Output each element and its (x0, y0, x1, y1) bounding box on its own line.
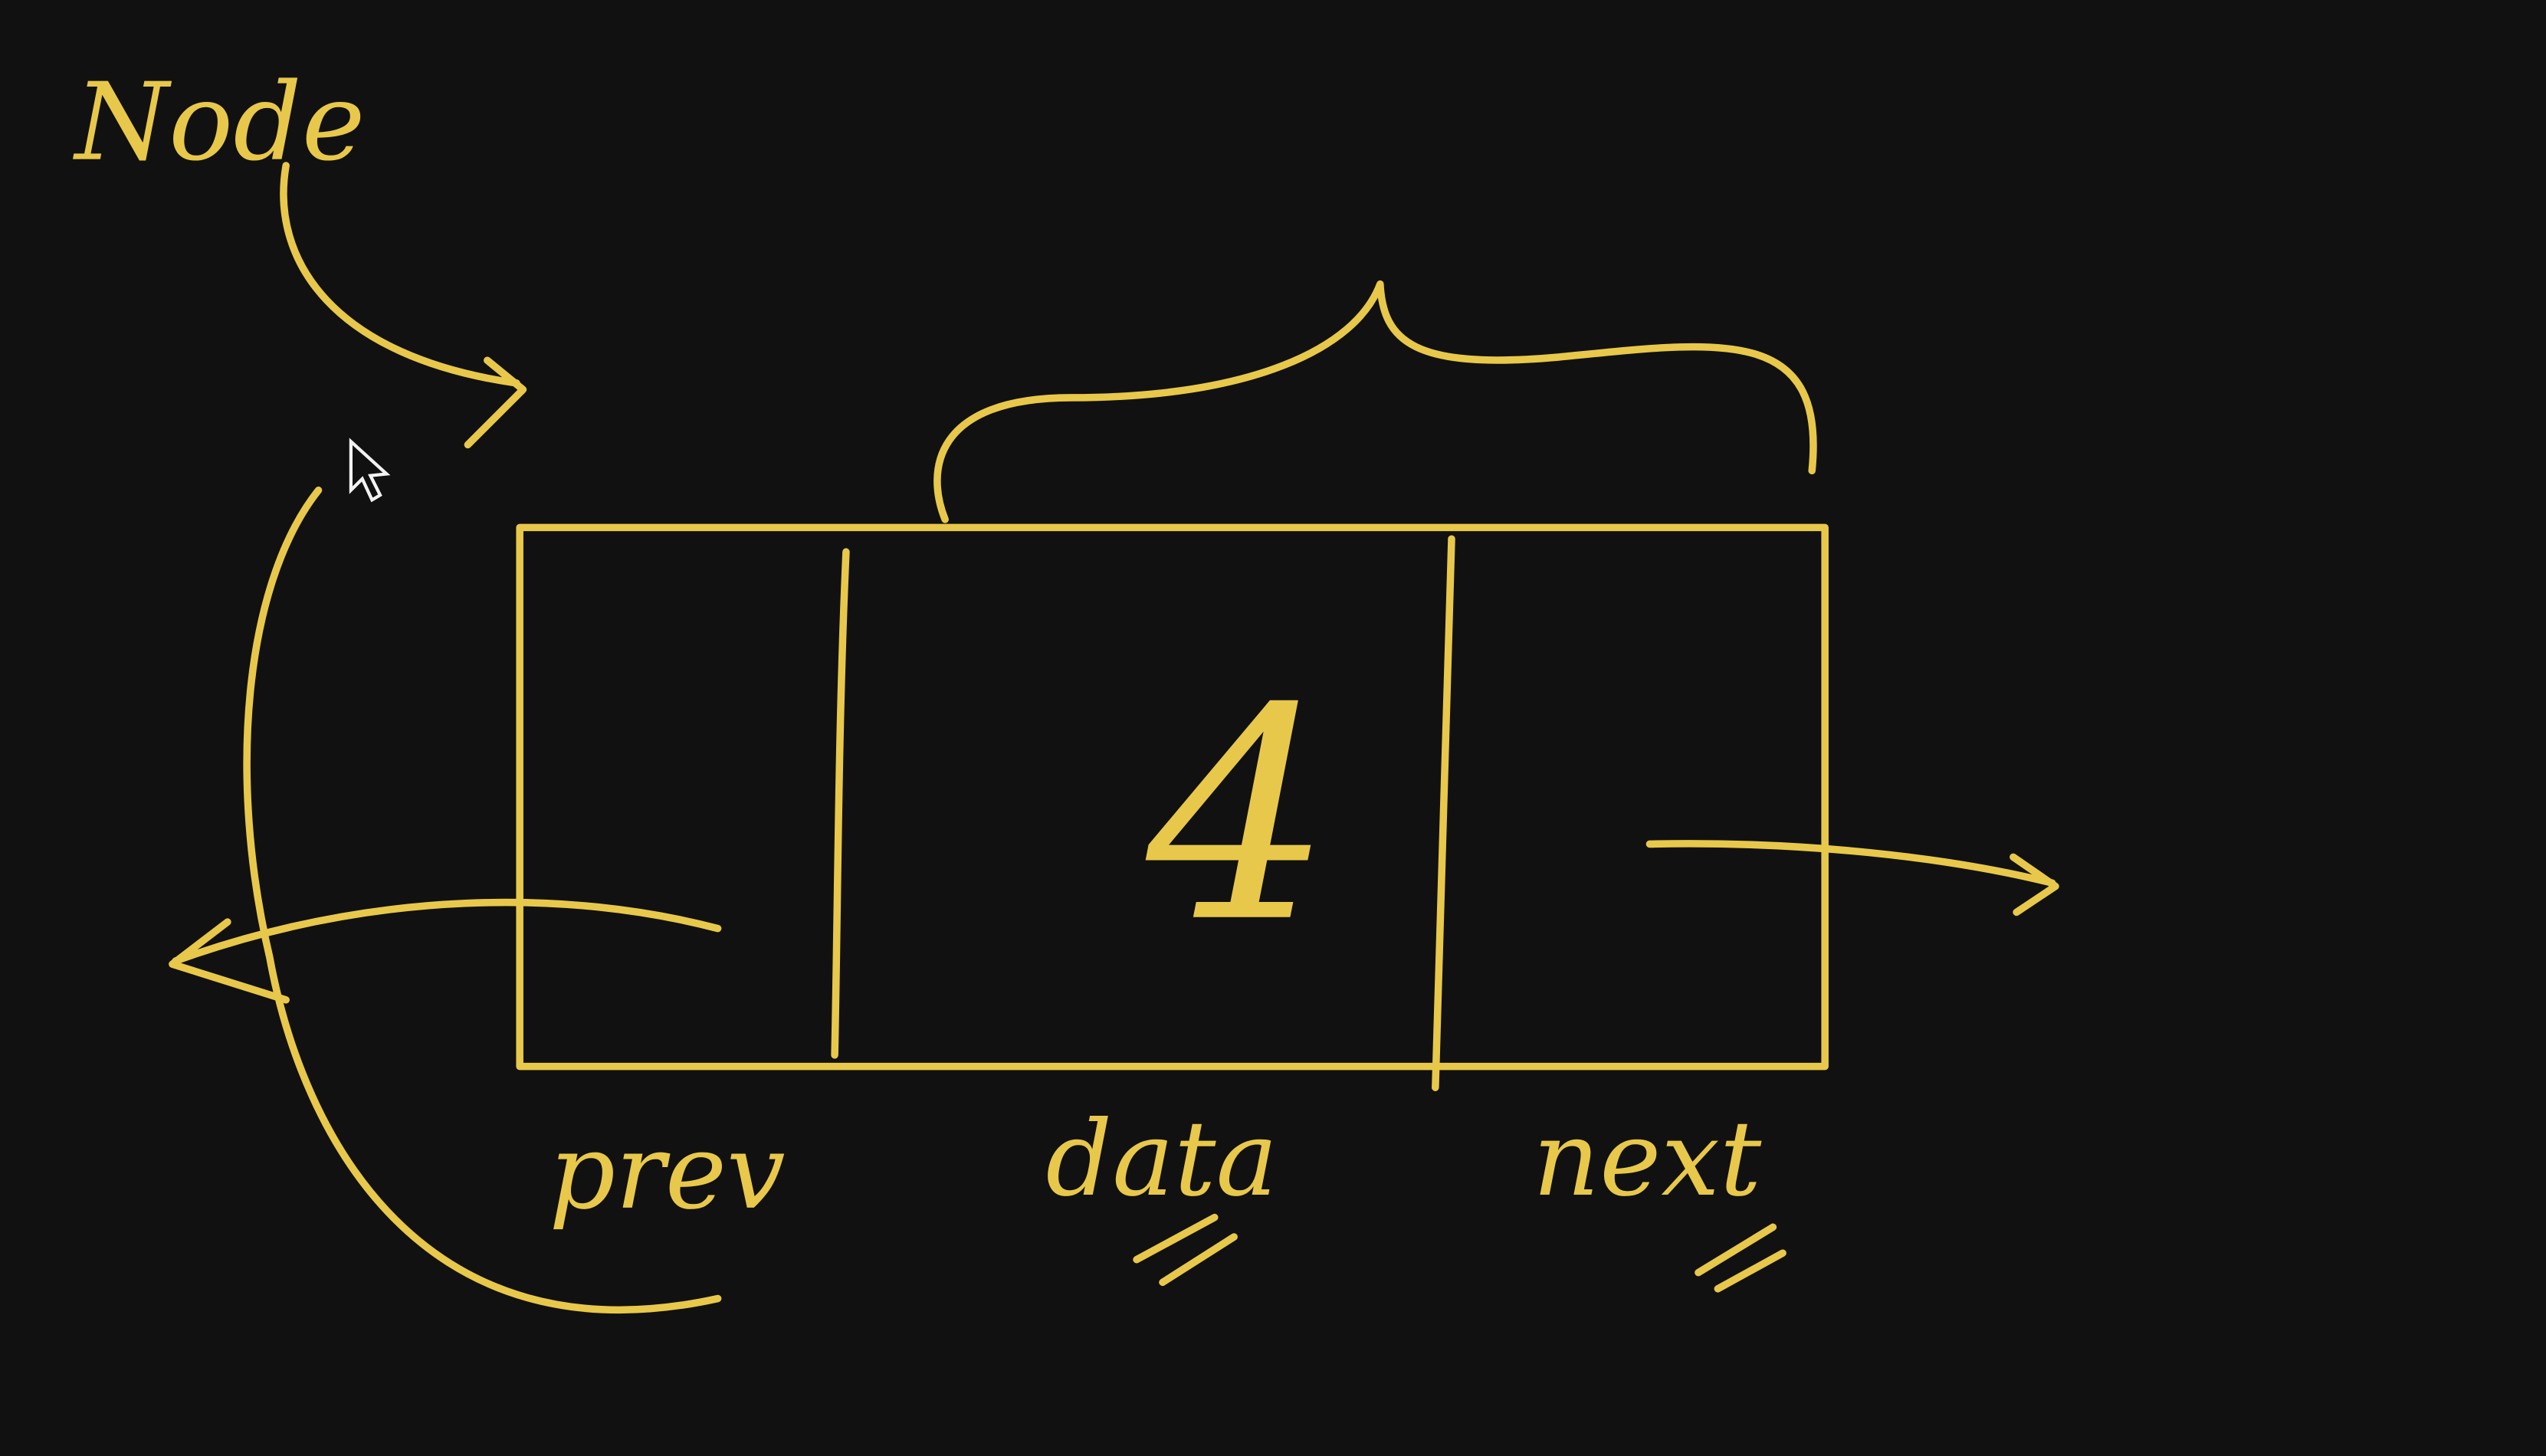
node-enclosing-brace (243, 486, 722, 1314)
prev-data-divider (831, 548, 850, 1059)
next-pointer-arrowhead (2010, 853, 2059, 917)
data-label: data (1045, 1098, 1278, 1219)
data-next-divider (1432, 535, 1455, 1091)
prev-label: prev (549, 1111, 785, 1232)
next-label: next (1533, 1098, 1762, 1219)
prev-pointer-arrow (172, 898, 722, 965)
data-underline-marks (1133, 1213, 1238, 1287)
next-underline-marks (1695, 1223, 1786, 1293)
next-pointer-arrow (1645, 840, 2056, 887)
data-value: 4 (1142, 646, 1333, 986)
node-title: Node (73, 60, 366, 185)
prev-pointer-arrowhead (169, 918, 290, 1004)
node-box (516, 523, 1829, 1071)
data-next-brace (933, 280, 1817, 523)
node-pointer-arrowhead (464, 356, 527, 449)
mouse-pointer-icon (349, 438, 391, 503)
node-pointer-arrow (280, 162, 520, 387)
